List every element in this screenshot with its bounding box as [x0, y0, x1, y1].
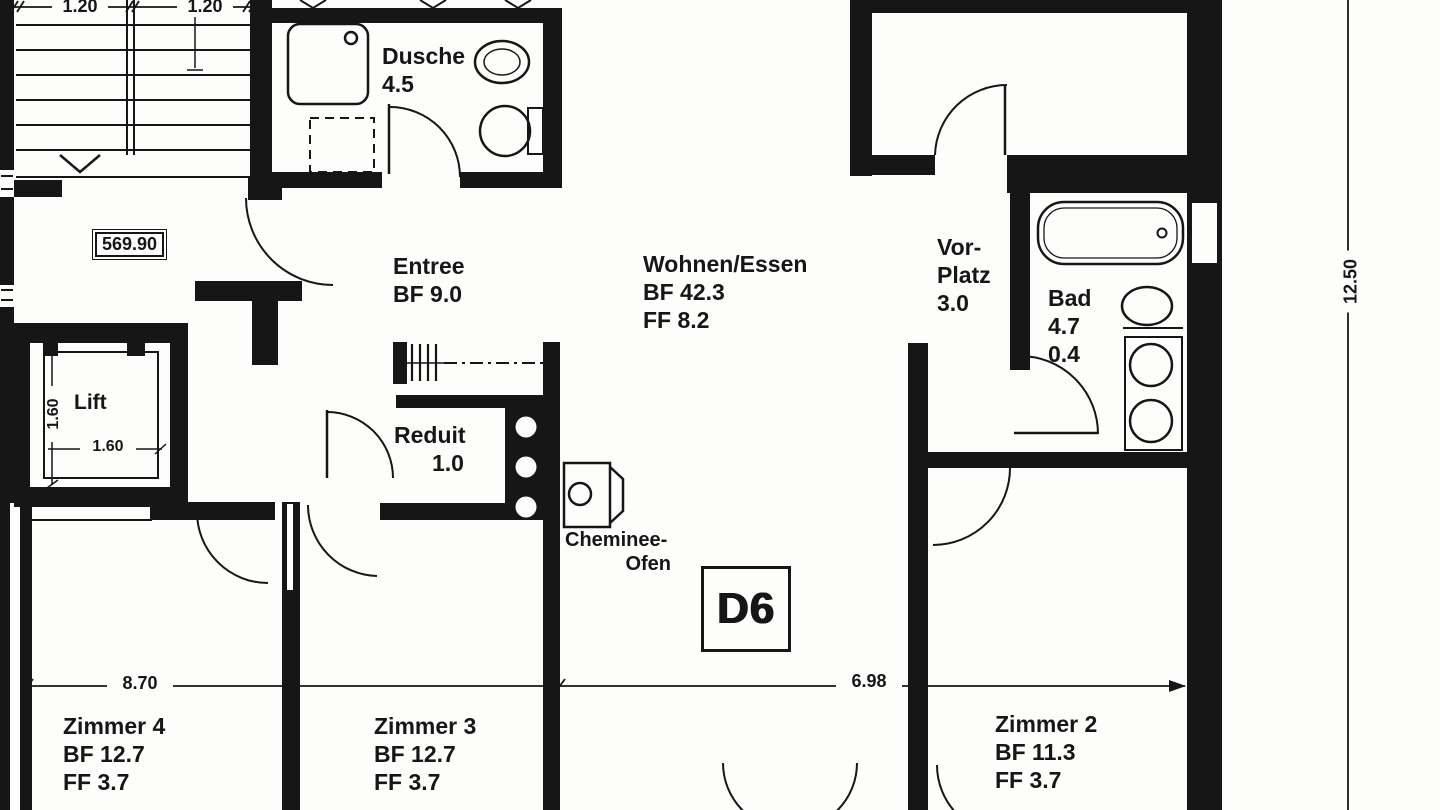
room-label-entree: Entree BF 9.0	[393, 253, 465, 308]
dim-stair-left: 1.20	[52, 0, 108, 17]
dim-bottom-left: 8.70	[107, 673, 173, 694]
room-label-bad: Bad 4.7 0.4	[1048, 285, 1092, 368]
door-balcony-double	[722, 762, 858, 810]
door-bad	[1014, 355, 1099, 435]
annotation-cheminee-ofen: Cheminee- Ofen	[565, 529, 671, 576]
room-label-wohnen: Wohnen/Essen BF 42.3 FF 8.2	[643, 251, 808, 334]
window-lines	[1, 175, 13, 301]
room-label-dusche: Dusche 4.5	[382, 43, 466, 98]
stair-direction-arrow	[59, 154, 101, 174]
lift-car-icon	[43, 351, 159, 479]
dimension-lines	[10, 0, 1349, 810]
door-entrance	[245, 197, 334, 286]
sink-icon	[473, 39, 531, 85]
unit-label-box: D6	[701, 566, 791, 652]
dim-lift-depth: 1.60	[45, 386, 63, 442]
door-zimmer3	[307, 504, 378, 577]
shower-icon	[286, 22, 370, 106]
stove-icon	[562, 461, 625, 529]
dim-stair-right: 1.20	[177, 0, 233, 17]
wall-details	[1, 175, 1219, 590]
room-label-reduit: Reduit 1.0	[394, 422, 466, 477]
dim-right-side: 12.50	[1340, 250, 1362, 313]
top-edge-marks	[299, 0, 532, 10]
door-top-right-room	[934, 84, 1008, 156]
fixtures	[43, 22, 1185, 529]
dim-bottom-right: 6.98	[836, 671, 902, 692]
washer-dashed-icon	[309, 117, 375, 173]
door-reduit	[325, 410, 394, 479]
room-label-lift: Lift	[74, 391, 107, 414]
door-zimmer4	[196, 511, 269, 584]
room-label-vorplatz: Vor- Platz 3.0	[937, 234, 991, 317]
bathtub-icon	[1036, 200, 1185, 266]
door-vorplatz-wohnen	[932, 467, 1011, 546]
dim-lift-width: 1.60	[80, 438, 136, 456]
sliding-door-icon	[406, 344, 543, 381]
door-dusche	[387, 104, 461, 178]
unit-label: D6	[716, 584, 776, 633]
staircase-icon	[16, 0, 250, 178]
toilet-bad-icon	[1120, 285, 1183, 329]
door-zimmer2	[936, 764, 955, 810]
room-label-zimmer4: Zimmer 4 BF 12.7 FF 3.7	[63, 713, 166, 796]
level-mark: 569.90	[92, 229, 168, 260]
walls	[0, 0, 1222, 810]
room-label-zimmer3: Zimmer 3 BF 12.7 FF 3.7	[374, 713, 477, 796]
chimney-flue-icon	[515, 416, 537, 518]
toilet-icon	[478, 104, 544, 158]
vanity-icon	[1124, 336, 1183, 451]
door-swings	[196, 84, 1099, 810]
room-label-zimmer2: Zimmer 2 BF 11.3 FF 3.7	[995, 711, 1098, 794]
